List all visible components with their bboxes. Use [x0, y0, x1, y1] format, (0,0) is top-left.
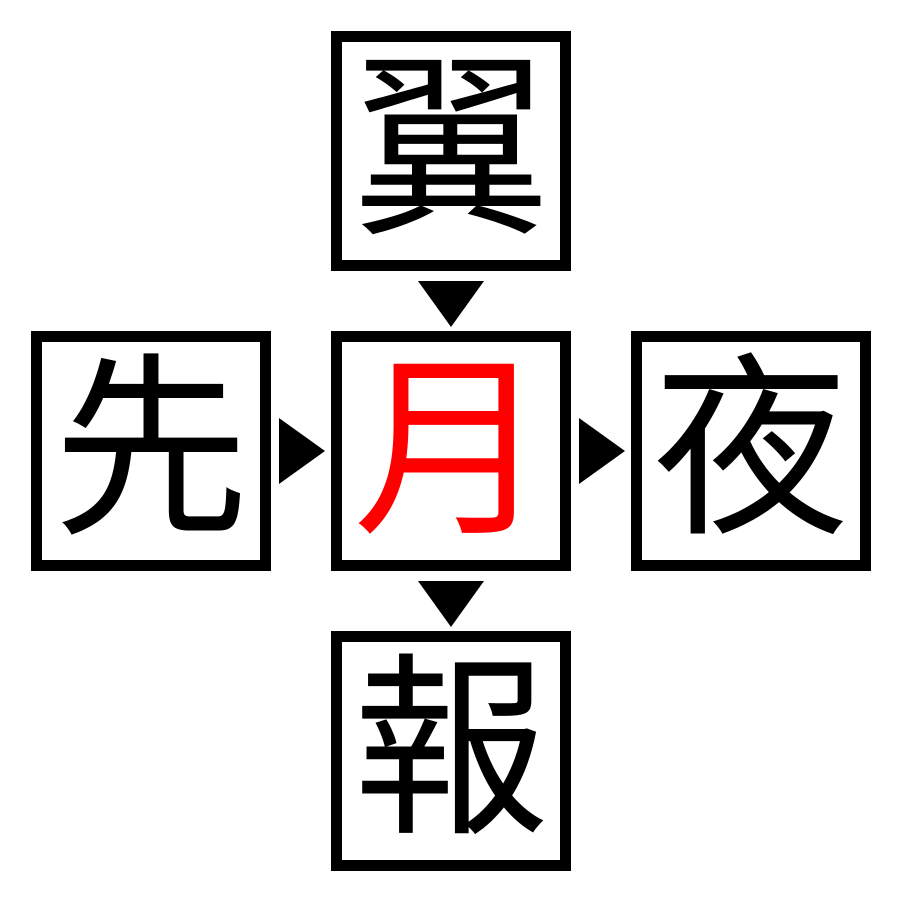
- arrow-right-center-to-right-icon: [579, 418, 625, 484]
- kanji-cell-left[interactable]: 先: [31, 331, 271, 571]
- kanji-glyph-left: 先: [52, 337, 249, 565]
- kanji-cell-top[interactable]: 翼: [331, 31, 571, 271]
- kanji-cell-right[interactable]: 夜: [631, 331, 871, 571]
- arrow-down-center-to-bottom-icon: [418, 581, 484, 627]
- kanji-cell-center[interactable]: 月: [331, 331, 571, 571]
- arrow-right-left-to-center-icon: [279, 418, 325, 484]
- kanji-glyph-bottom: 報: [352, 637, 549, 865]
- kanji-cell-bottom[interactable]: 報: [331, 631, 571, 871]
- kanji-glyph-right: 夜: [652, 337, 849, 565]
- kanji-glyph-center: 月: [352, 337, 549, 565]
- kanji-glyph-top: 翼: [352, 37, 549, 265]
- arrow-down-top-to-center-icon: [418, 281, 484, 327]
